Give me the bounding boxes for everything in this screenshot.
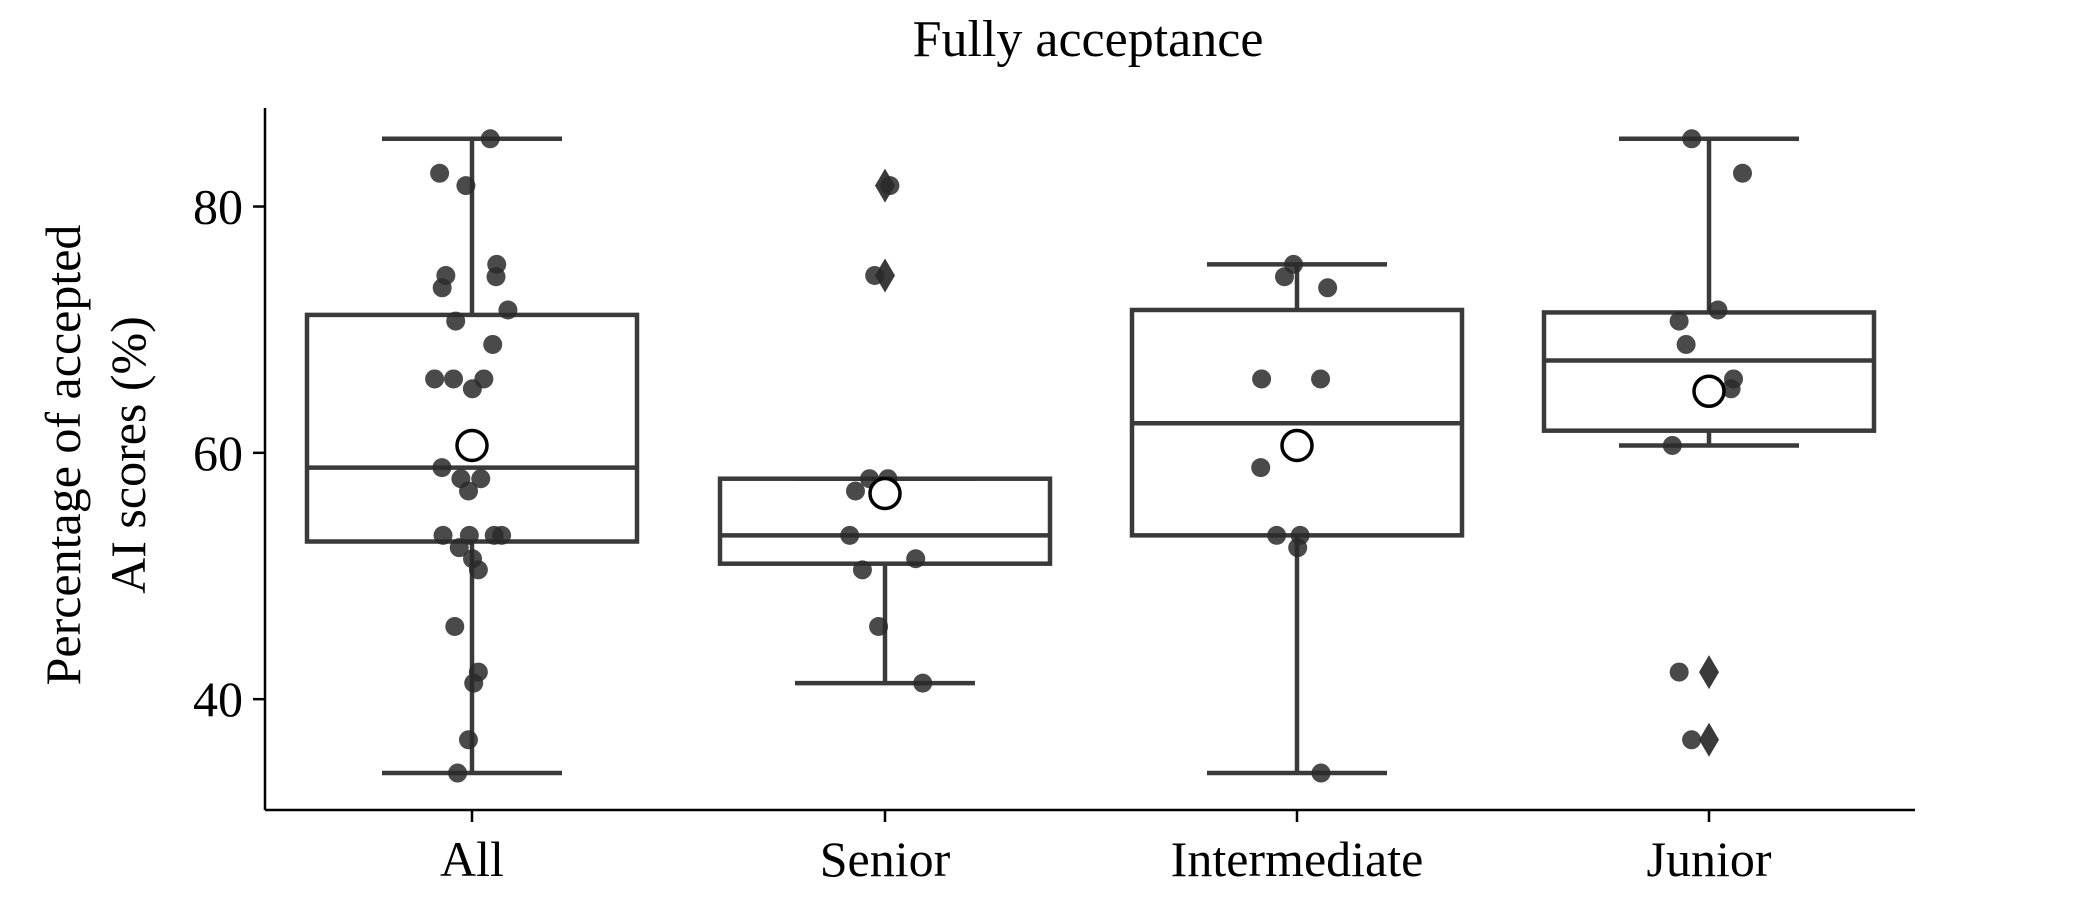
data-point <box>1669 662 1689 682</box>
data-point <box>432 458 452 478</box>
mean-marker <box>1692 374 1726 409</box>
data-point <box>845 481 865 501</box>
data-point <box>880 176 900 196</box>
chart-title: Fully acceptance <box>913 11 1264 68</box>
data-point <box>913 673 933 693</box>
box-iqr <box>1541 310 1877 433</box>
data-point <box>1251 458 1271 478</box>
data-point <box>1311 763 1331 783</box>
outlier-marker <box>875 258 895 293</box>
data-point <box>480 129 500 149</box>
data-point <box>498 300 518 320</box>
data-point <box>433 525 453 545</box>
data-point <box>1708 300 1728 320</box>
data-point <box>1721 379 1741 399</box>
data-point <box>432 278 452 298</box>
data-point <box>1682 129 1702 149</box>
data-point <box>486 267 506 287</box>
data-point <box>1267 525 1287 545</box>
data-point <box>425 369 445 389</box>
data-point <box>456 176 476 196</box>
data-point <box>1676 334 1696 354</box>
data-point <box>468 560 488 580</box>
y-tick-label: 80 <box>193 179 243 235</box>
data-point <box>464 673 484 693</box>
data-point <box>1682 730 1702 750</box>
data-point <box>444 369 464 389</box>
y-axis-label-line-2: AI scores (%) <box>100 316 156 594</box>
mean-marker <box>1280 428 1314 463</box>
mean-marker <box>868 476 902 511</box>
x-tick-label: Intermediate <box>1171 831 1424 887</box>
data-point <box>445 616 465 636</box>
data-point <box>471 469 491 489</box>
data-point <box>446 311 466 331</box>
data-point <box>1288 538 1308 558</box>
outlier-marker <box>1699 655 1719 690</box>
data-point <box>430 163 450 183</box>
y-tick-label: 60 <box>193 425 243 481</box>
data-point <box>1732 163 1752 183</box>
mean-marker <box>455 428 489 463</box>
data-point <box>1252 369 1272 389</box>
data-point <box>865 265 885 285</box>
data-point <box>459 481 479 501</box>
data-point <box>1274 267 1294 287</box>
box-iqr <box>304 312 640 544</box>
data-point <box>483 334 503 354</box>
data-point <box>840 525 860 545</box>
x-tick-label: All <box>440 831 504 887</box>
data-point <box>1318 278 1338 298</box>
outlier-marker <box>1699 722 1719 757</box>
data-point <box>852 560 872 580</box>
y-axis-label-line-1: Percentage of accepted <box>35 225 91 686</box>
data-point <box>448 763 468 783</box>
data-point <box>492 525 512 545</box>
data-point <box>906 549 926 569</box>
data-point <box>1669 311 1689 331</box>
data-point <box>869 616 889 636</box>
data-point <box>1662 435 1682 455</box>
y-tick-label: 40 <box>193 671 243 727</box>
data-point <box>458 730 478 750</box>
x-tick-label: Senior <box>820 831 951 887</box>
data-point <box>462 379 482 399</box>
data-point <box>449 538 469 558</box>
x-tick-label: Junior <box>1647 831 1772 887</box>
data-point <box>1311 369 1331 389</box>
